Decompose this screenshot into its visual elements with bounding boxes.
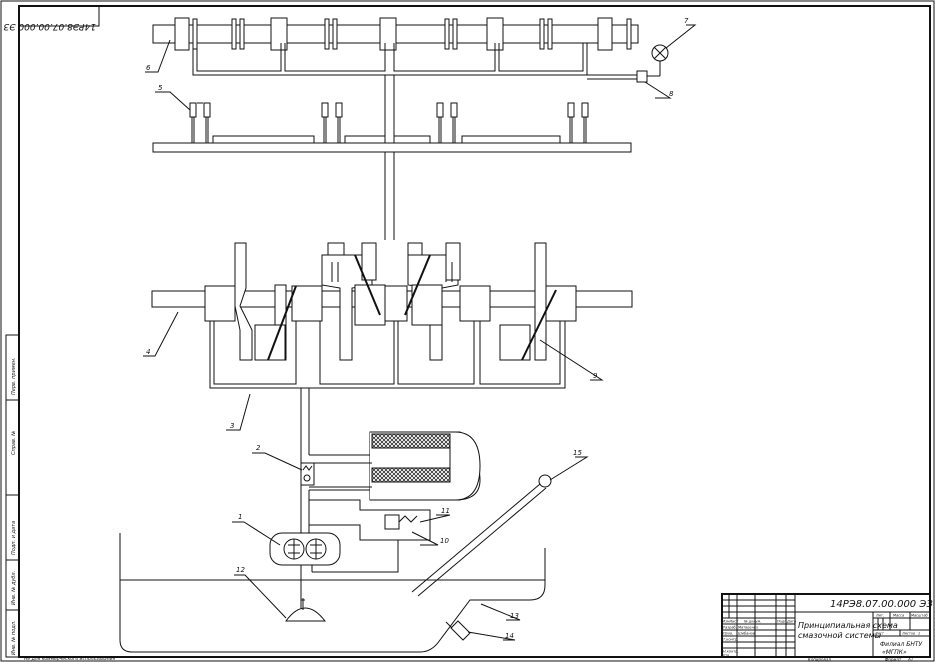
stamp-podp-data: Подп. и дата [11, 521, 17, 555]
organization-line1: Филиал БНТУ [880, 641, 923, 648]
tb-role-prov: Пров. [723, 632, 733, 636]
tb-scale-label: Масштаб [911, 614, 928, 618]
tb-sheets-label: Листов [901, 632, 915, 636]
callout-leaders [143, 24, 697, 641]
tb-col-list: Лист [729, 620, 740, 624]
tb-role-tkontr: Т.контр. [723, 638, 738, 642]
stamp-sprav: Справ. № [11, 431, 17, 455]
tb-col-podp: Подп. [777, 620, 788, 624]
callout-12: 12 [236, 566, 245, 574]
stamp-perv-primen: Перв. примен. [11, 357, 17, 395]
rocker-shaft [152, 102, 632, 153]
callout-14: 14 [505, 632, 514, 640]
crankshaft [151, 242, 633, 361]
tb-col-izm: Изм [723, 620, 730, 624]
rocker-group-1 [189, 102, 211, 144]
camshaft-oil-lines [192, 43, 640, 152]
tb-role-nkontr: Н.контр. [723, 650, 739, 654]
callout-15: 15 [573, 449, 582, 457]
drawing-title-line2: смазочной системы [798, 631, 881, 640]
tb-role-razrab: Разраб. [723, 626, 737, 630]
copied-label: Копировал [808, 657, 831, 662]
side-stamp: Перв. примен. Справ. № Подп. и дата Инв.… [5, 334, 116, 662]
organization-line2: «МГПК» [882, 649, 907, 656]
callout-10: 10 [440, 537, 449, 545]
tb-name-razrab: Матвеенко [738, 626, 758, 630]
mirrored-code-text: 14РЭ8.07.00.000 ЭЗ [3, 21, 96, 31]
oil-filter [309, 431, 481, 501]
callout-6: 6 [146, 64, 151, 72]
callout-1: 1 [238, 513, 242, 521]
callout-3: 3 [230, 422, 234, 430]
callout-2: 2 [256, 444, 261, 452]
oil-pump [269, 525, 399, 610]
callout-4: 4 [146, 348, 150, 356]
rocker-group-4 [567, 102, 589, 144]
footer-note: Не для коммерческого использования [24, 656, 116, 662]
callout-7: 7 [684, 17, 689, 25]
title-block-code: 14РЭ8.07.00.000 ЭЗ [830, 599, 933, 610]
pressure-sensor [636, 70, 661, 83]
stamp-inv-podl: Инв. № подл. [11, 621, 17, 656]
relief-valve [308, 490, 431, 541]
drain-plug [445, 620, 471, 641]
callout-11: 11 [441, 507, 450, 515]
tb-role-utv: Утв. [723, 654, 730, 658]
drawing-frame [18, 5, 931, 658]
drawing-title-line1: Принципиальная схема [798, 621, 898, 630]
tb-mass-label: Масса [893, 614, 904, 618]
tb-col-data: Дата [786, 620, 796, 624]
callout-8: 8 [669, 90, 674, 98]
tb-name-prov: Шибанов [738, 632, 755, 636]
tb-sheets-value: 1 [918, 632, 920, 636]
oil-strainer [285, 598, 327, 622]
rocker-group-3 [436, 102, 458, 144]
camshaft [152, 17, 639, 51]
callout-13: 13 [510, 612, 519, 620]
tb-sheet-label: Лист [874, 632, 885, 636]
bypass-valve [300, 462, 315, 486]
format-label: Формат [885, 657, 902, 662]
tb-col-doc: № докум. [743, 620, 761, 624]
tb-lit-label: Лит. [875, 614, 884, 618]
pressure-gauge [651, 44, 669, 72]
dipstick [411, 474, 552, 597]
stamp-inv-dubl: Инв. № дубл. [11, 571, 17, 605]
callout-9: 9 [593, 372, 598, 380]
rocker-group-2 [321, 102, 343, 144]
format-value: А1 [907, 657, 913, 662]
mirrored-code-box: 14РЭ8.07.00.000 ЭЗ [3, 5, 100, 31]
oil-sump [119, 533, 546, 653]
callout-5: 5 [158, 84, 163, 92]
title-block: 14РЭ8.07.00.000 ЭЗ Изм Лист № докум. Под… [721, 593, 933, 658]
